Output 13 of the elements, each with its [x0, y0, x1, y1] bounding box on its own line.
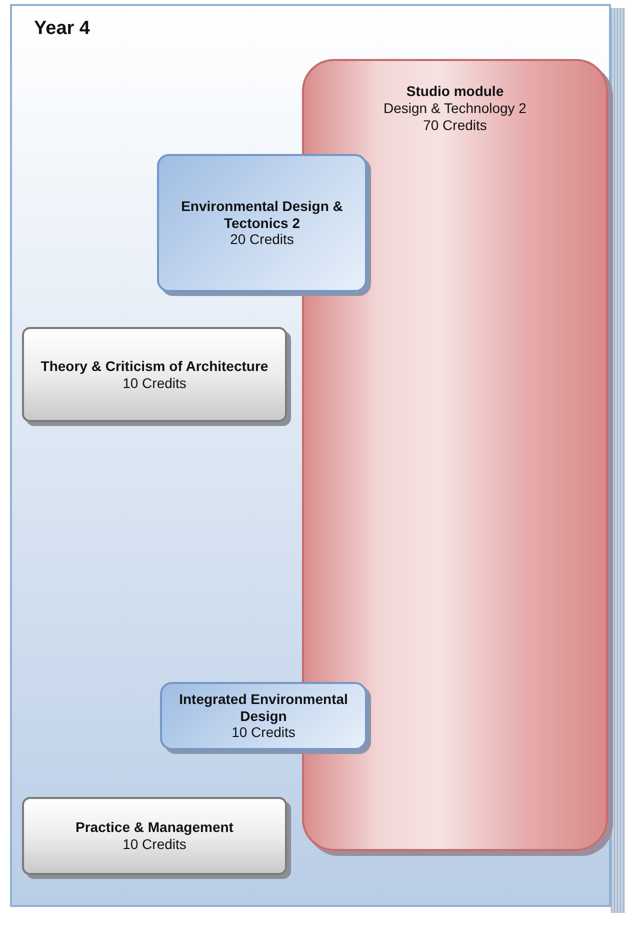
module-credits: 10 Credits: [232, 724, 296, 742]
module-title: Studio module: [406, 83, 504, 100]
module-credits: 10 Credits: [122, 836, 186, 853]
module-credits: Design & Technology 2: [384, 100, 526, 117]
module-title: Practice & Management: [76, 819, 234, 836]
module-credits: 70 Credits: [423, 116, 487, 134]
year-heading: Year 4: [34, 18, 90, 41]
module-title: Integrated Environmental Design: [178, 690, 349, 724]
year-panel: [10, 4, 611, 907]
module-credits: 20 Credits: [230, 231, 294, 248]
module-credits: 10 Credits: [122, 374, 186, 392]
module-title: Theory & Criticism of Architecture: [40, 358, 268, 374]
module-title: Environmental Design & Tectonics 2: [180, 198, 344, 232]
